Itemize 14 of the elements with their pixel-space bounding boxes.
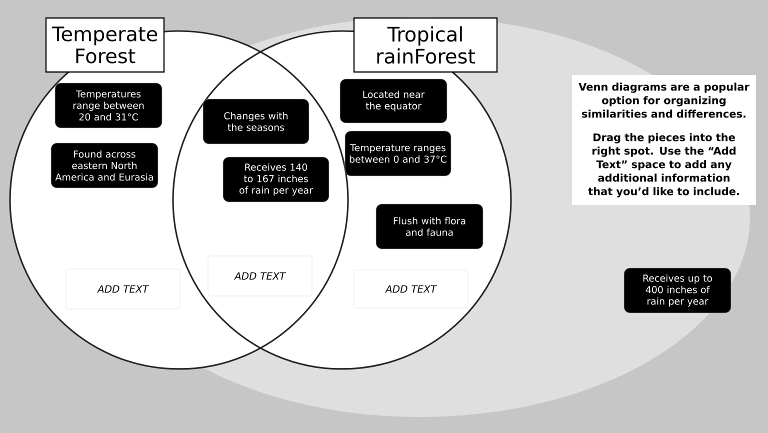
heading-box: Tropical rainForest [353,17,498,73]
fact-card: Located near the equator [340,78,448,124]
add-text-box: ADD TEXT [354,270,468,308]
add-text-box: ADD TEXT [208,256,312,296]
instructions-card: Venn diagrams are a popular option for organizing similarities and differences. Drag the pieces into the right spot. Use the “Add Text” space to add any additional information that you’d like to include. [572,75,756,205]
add-text-box: ADD TEXT [66,268,180,310]
fact-card: Found across eastern North America and Eurasia [50,142,158,188]
fact-card: Receives up to 400 inches of rain per year [624,268,732,314]
fact-card: Receives 140 to 167 inches of rain per year [222,156,330,202]
fact-card: Changes with the seasons [202,98,310,144]
fact-card: Temperature ranges between 0 and 37°C [344,130,452,176]
heading-box: Temperate Forest [45,17,165,73]
fact-card: Flush with flora and fauna [376,204,484,250]
fact-card: Temperatures range between 20 and 31°C [54,82,162,128]
